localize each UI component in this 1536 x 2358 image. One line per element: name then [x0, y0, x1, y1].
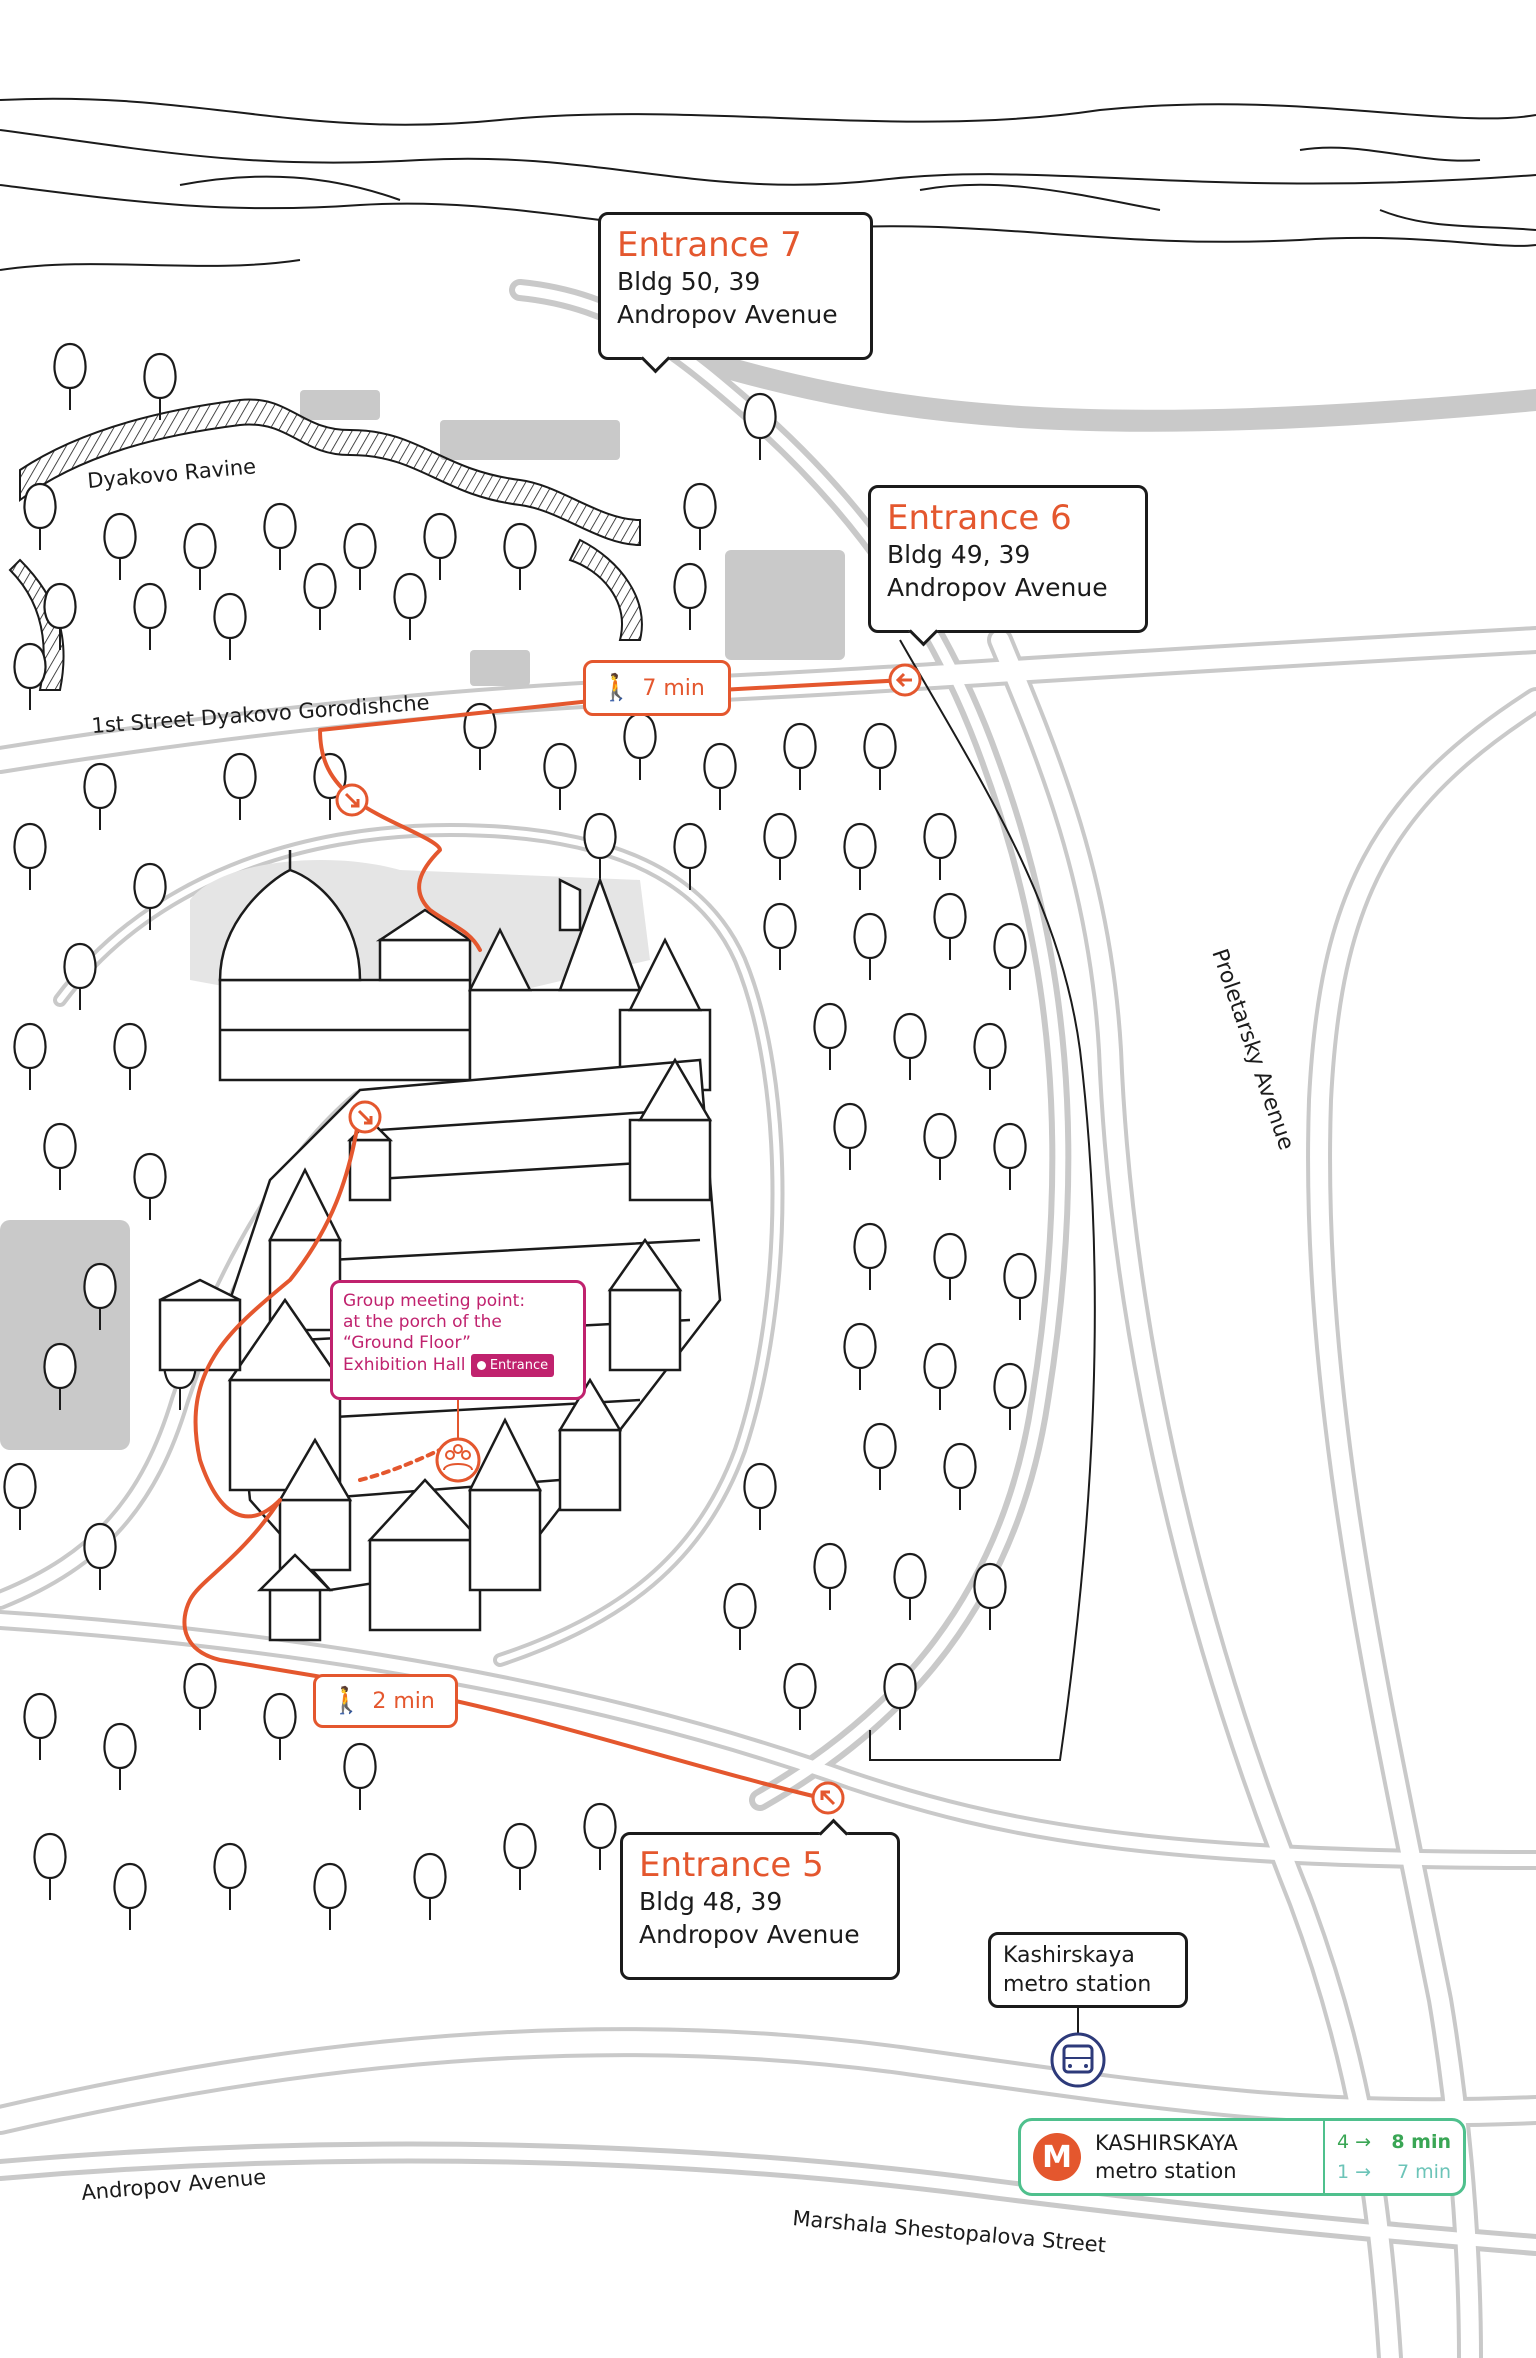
entrance-6-callout[interactable]: Entrance 6 Bldg 49, 39 Andropov Avenue	[868, 485, 1148, 647]
label-marshala-shestopalova: Marshala Shestopalova Street	[792, 2206, 1107, 2257]
walk-time-2min: 🚶 2 min	[313, 1674, 458, 1728]
walking-person-icon: 🚶	[600, 673, 633, 703]
entrance-7-street: Andropov Avenue	[617, 300, 838, 329]
entrance-badge: Entrance	[470, 1354, 555, 1377]
walking-person-icon: 🚶	[330, 1686, 363, 1716]
entrance-dot-icon	[476, 1361, 486, 1370]
metro-route-time: 7 min	[1397, 2161, 1451, 2183]
metro-logo-icon: М	[1033, 2133, 1081, 2181]
entrance-6-title: Entrance 6	[887, 498, 1072, 538]
group-meeting-pin	[435, 1398, 481, 1483]
group-meeting-callout[interactable]: Group meeting point: at the porch of the…	[330, 1280, 586, 1400]
walking-route	[182, 678, 907, 1802]
entrance-5-callout[interactable]: Entrance 5 Bldg 48, 39 Andropov Avenue	[620, 1818, 900, 1980]
metro-route-time: 8 min	[1391, 2131, 1451, 2153]
meeting-line-1: Group meeting point:	[343, 1291, 526, 1311]
walk-time-label: 7 min	[642, 675, 705, 701]
walk-time-7min: 🚶 7 min	[583, 660, 731, 716]
metro-station-box[interactable]: М KASHIRSKAYA metro station 4 → 8 min 1 …	[1018, 2118, 1466, 2196]
entrance-6-street: Andropov Avenue	[887, 573, 1108, 602]
meeting-line-3: “Ground Floor”	[343, 1333, 471, 1353]
bus-stop-line-1: Kashirskaya	[1003, 1943, 1135, 1968]
metro-routes: 4 → 8 min 1 → 7 min	[1323, 2121, 1463, 2193]
label-proletarsky-avenue: Proletarsky Avenue	[1206, 946, 1298, 1154]
bus-icon	[1050, 2002, 1106, 2088]
dyakovo-ravine-banks	[8, 398, 643, 691]
walk-time-label: 2 min	[372, 1688, 435, 1714]
entrance-5-building: Bldg 48, 39	[639, 1887, 783, 1916]
entrance-5-title: Entrance 5	[639, 1845, 824, 1885]
meeting-line-4: Exhibition Hall	[343, 1355, 466, 1375]
entrance-7-title: Entrance 7	[617, 225, 802, 265]
roads	[0, 279, 1536, 2358]
label-dyakovo-ravine: Dyakovo Ravine	[86, 454, 257, 493]
direction-markers	[335, 663, 922, 1815]
metro-subtitle: metro station	[1095, 2159, 1237, 2183]
entrance-7-building: Bldg 50, 39	[617, 267, 761, 296]
park-fence	[869, 639, 1096, 1761]
bus-stop-callout[interactable]: Kashirskaya metro station	[988, 1932, 1188, 2008]
entrance-7-callout[interactable]: Entrance 7 Bldg 50, 39 Andropov Avenue	[598, 212, 873, 374]
metro-name: KASHIRSKAYA	[1095, 2131, 1238, 2155]
entrance-6-building: Bldg 49, 39	[887, 540, 1031, 569]
metro-route-line: 1 →	[1337, 2161, 1372, 2183]
meeting-line-2: at the porch of the	[343, 1312, 502, 1332]
metro-route-line: 4 →	[1337, 2131, 1372, 2153]
bus-stop-line-2: metro station	[1003, 1972, 1152, 1997]
entrance-5-street: Andropov Avenue	[639, 1920, 860, 1949]
